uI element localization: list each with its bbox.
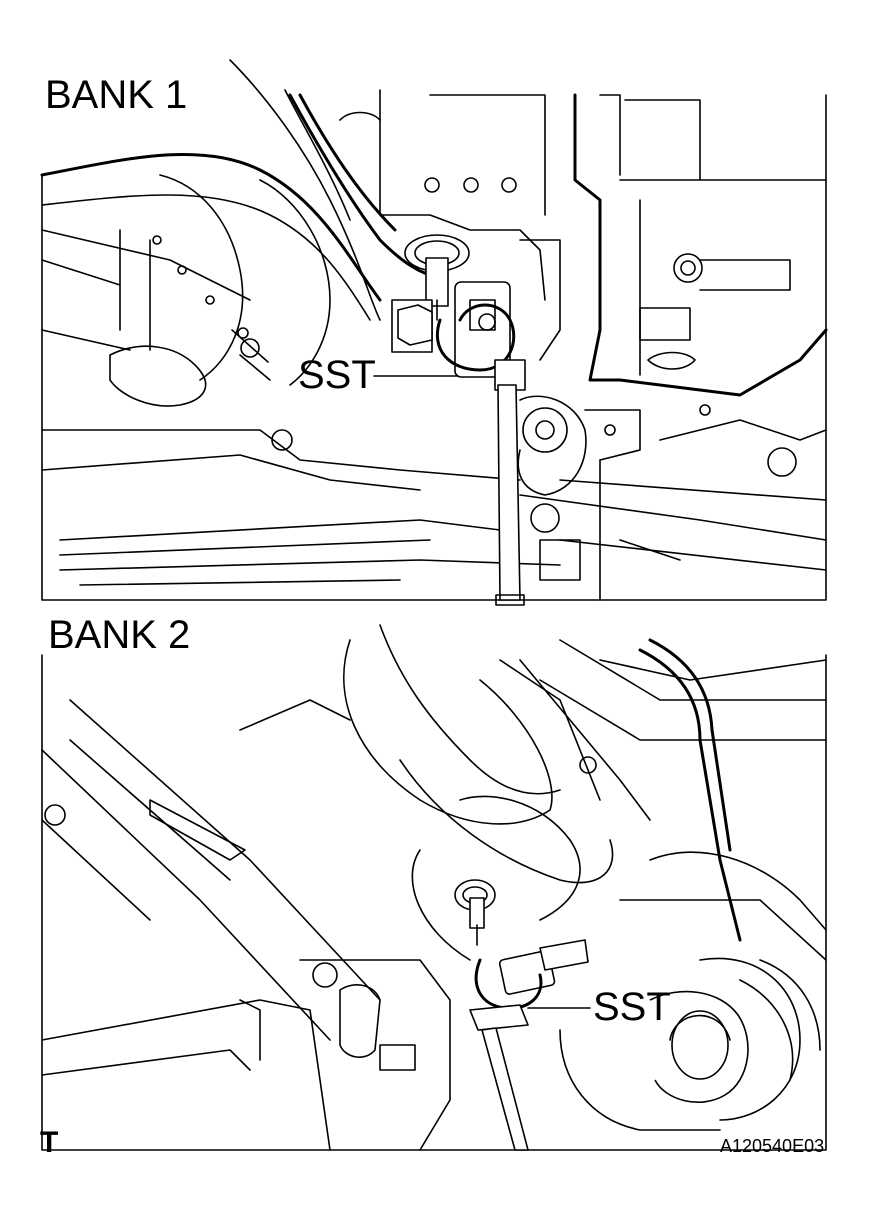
corner-mark: T <box>40 1126 59 1159</box>
bank1-oxygen-sensor <box>404 234 470 321</box>
bank1-sst-tool <box>391 281 526 606</box>
bank2-label: BANK 2 <box>48 613 191 657</box>
bank2-sst-label: SST <box>593 985 671 1029</box>
bank1-label: BANK 1 <box>45 73 188 117</box>
bank2-sst-tool <box>469 939 589 1151</box>
bank2-flange <box>649 990 749 1103</box>
figure-code: A120540E03 <box>720 1136 825 1156</box>
bank2-oxygen-sensor <box>454 879 496 946</box>
bank2-drawing <box>41 624 827 1151</box>
bank1-sst-label: SST <box>298 353 376 397</box>
bank1-drawing <box>40 59 828 606</box>
